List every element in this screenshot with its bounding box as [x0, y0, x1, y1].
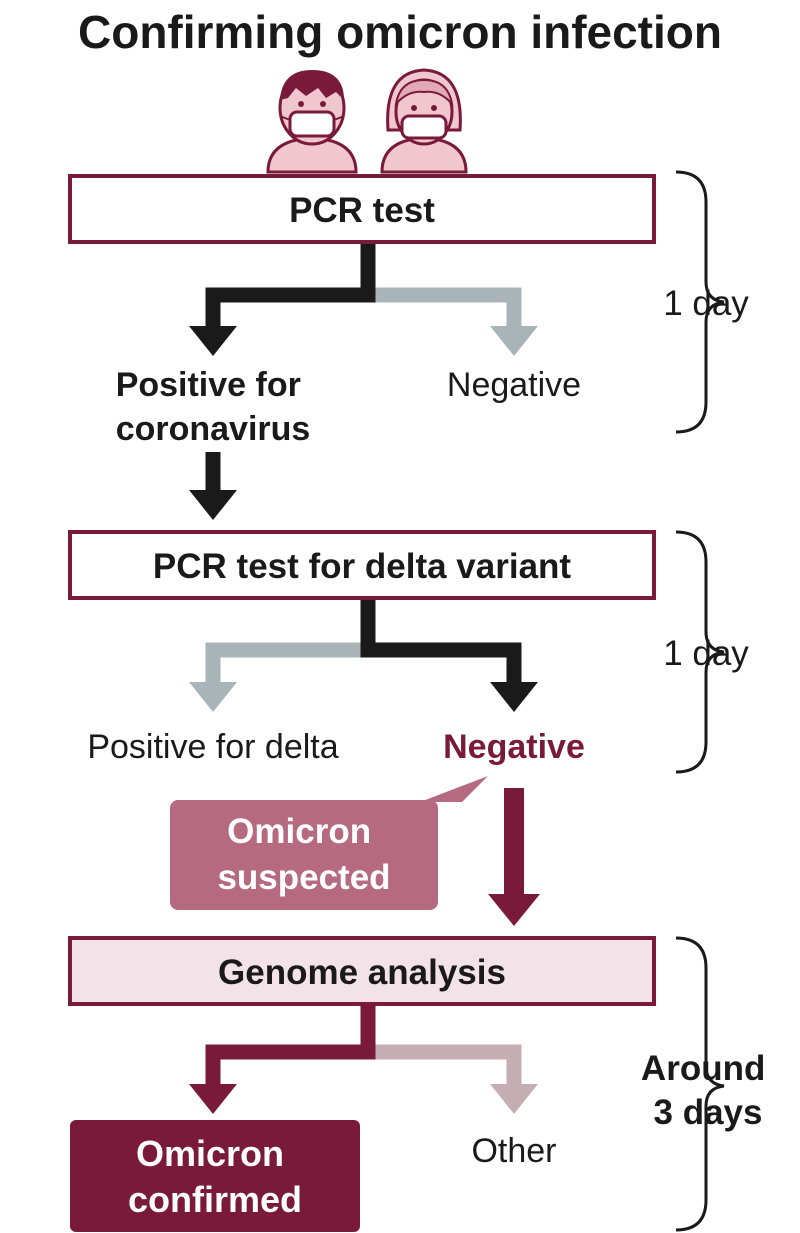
pcr-delta-box: [68, 530, 656, 600]
duration-label-2: 1 day: [663, 634, 749, 673]
other-label: Other: [471, 1132, 556, 1170]
omicron-suspected-callout: Omicron suspected: [170, 776, 488, 910]
woman-with-mask-icon: [380, 68, 468, 174]
positive-coronavirus-label: Positive for coronavirus: [116, 366, 311, 448]
pcr-test-label: PCR test: [289, 191, 435, 230]
svg-text:Omicron suspected: Omicron suspected: [217, 812, 390, 897]
down-arrow-to-delta-test: [189, 490, 237, 520]
duration-bracket-2: [675, 530, 725, 774]
svg-text:Omicron confirmed: Omicron confirmed: [128, 1133, 302, 1220]
duration-bracket-3: [675, 936, 725, 1232]
duration-bracket-1: [675, 170, 725, 434]
genome-analysis-box: [68, 936, 656, 1006]
delta-negative-branch-arrow: [360, 600, 522, 686]
down-arrow-to-genome: [488, 894, 540, 926]
omicron-confirmed-branch-arrow: [205, 1006, 376, 1088]
duration-label-3: Around 3 days: [641, 1049, 775, 1132]
omicron-confirmed-box: Omicron confirmed: [70, 1120, 360, 1232]
positive-delta-label: Positive for delta: [87, 728, 338, 766]
negative-label-stage1: Negative: [447, 366, 581, 404]
other-branch-arrow: [360, 1006, 522, 1088]
pcr-delta-label: PCR test for delta variant: [153, 547, 571, 586]
positive-branch-arrow: [205, 244, 376, 330]
duration-label-1: 1 day: [663, 284, 749, 323]
delta-positive-branch-arrow: [205, 600, 376, 686]
negative-branch-arrow: [360, 244, 522, 330]
diagram-title: Confirming omicron infection: [78, 6, 722, 58]
pcr-test-box: [68, 174, 656, 244]
man-with-mask-icon: [266, 70, 358, 174]
negative-label-stage2: Negative: [443, 728, 585, 766]
genome-analysis-label: Genome analysis: [218, 953, 506, 992]
